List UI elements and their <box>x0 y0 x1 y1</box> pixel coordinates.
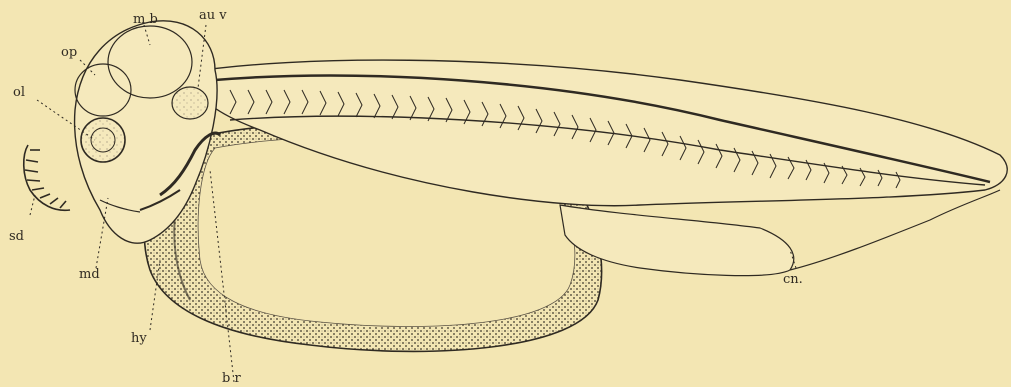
label-md: md <box>79 267 100 282</box>
label-cn: cn. <box>783 272 803 287</box>
label-hy: hy <box>131 331 147 346</box>
label-au-v: au v <box>199 8 227 23</box>
label-op: op <box>61 45 77 60</box>
label-sd: sd <box>9 229 24 244</box>
sucker-disc <box>24 145 70 210</box>
label-br: b r <box>222 371 241 386</box>
label-mb: m b <box>133 12 158 27</box>
auditory-vesicle <box>172 87 208 119</box>
label-ol: ol <box>13 85 25 100</box>
eye <box>81 118 125 162</box>
